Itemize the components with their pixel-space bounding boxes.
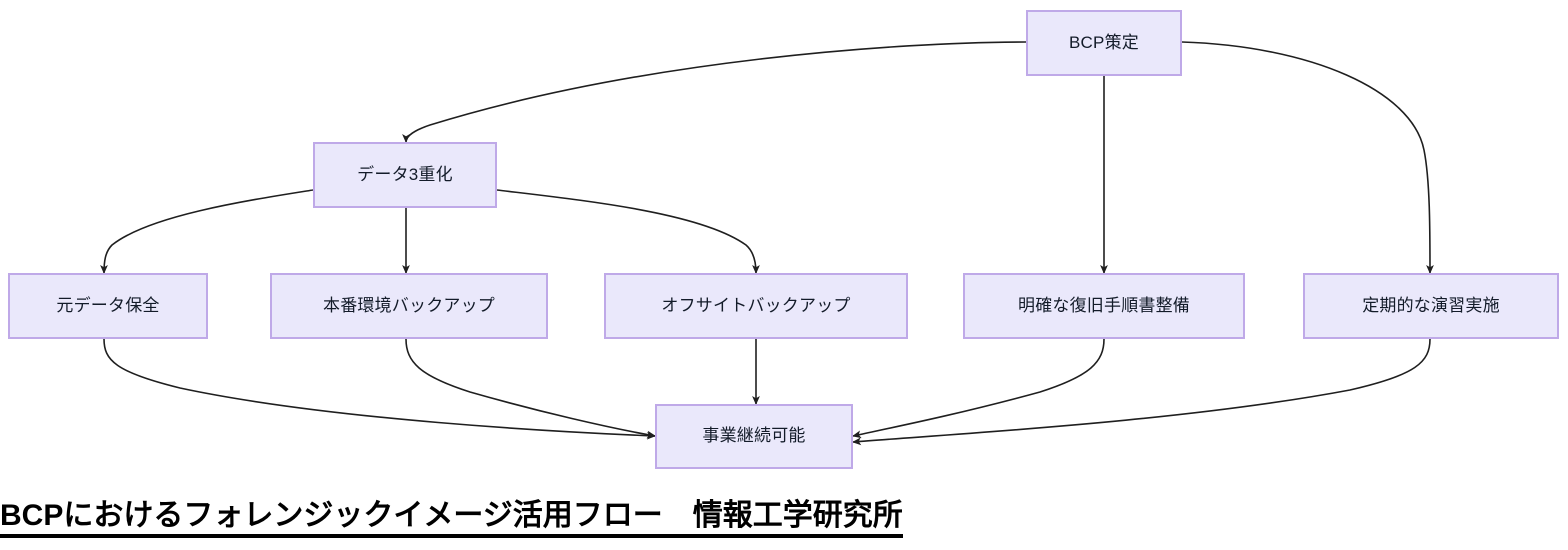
edge-bcp-to-triple [402,41,1027,143]
node-triple[interactable]: データ3重化 [313,142,497,208]
node-offsite[interactable]: オフサイトバックアップ [604,273,908,339]
node-original[interactable]: 元データ保全 [8,273,208,339]
node-label-procedure: 明確な復旧手順書整備 [1018,295,1190,315]
node-label-prodbackup: 本番環境バックアップ [323,295,495,315]
node-label-triple: データ3重化 [357,164,453,184]
node-drill[interactable]: 定期的な演習実施 [1303,273,1559,339]
node-bcp[interactable]: BCP策定 [1026,10,1182,76]
node-label-continuity: 事業継続可能 [702,426,806,446]
node-label-offsite: オフサイトバックアップ [661,295,851,315]
edge-drill-to-continuity [852,338,1431,446]
diagram-caption: BCPにおけるフォレンジックイメージ活用フロー 情報工学研究所 [0,500,903,538]
node-prodbackup[interactable]: 本番環境バックアップ [270,273,548,339]
node-label-drill: 定期的な演習実施 [1362,295,1500,315]
node-procedure[interactable]: 明確な復旧手順書整備 [963,273,1245,339]
edge-prodbackup-to-continuity [405,338,656,439]
edge-bcp-to-drill [1181,41,1434,274]
edge-triple-to-original [100,189,314,274]
node-label-bcp: BCP策定 [1069,32,1139,52]
node-continuity[interactable]: 事業継続可能 [655,404,853,469]
edge-original-to-continuity [103,338,656,440]
edge-procedure-to-continuity [852,338,1105,439]
edge-triple-to-offsite [496,189,760,274]
node-label-original: 元データ保全 [56,295,160,315]
edge-group [100,41,1434,446]
